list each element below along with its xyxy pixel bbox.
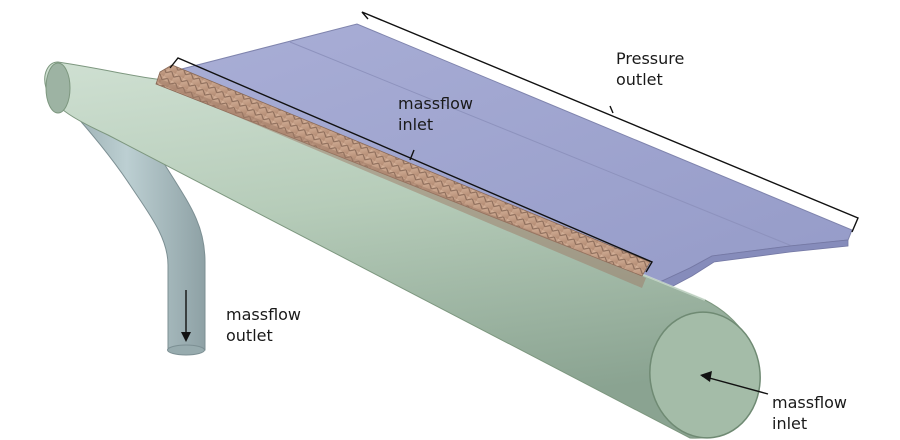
- pressure-outlet-leader: [609, 105, 614, 114]
- massflow-inlet-leader: [409, 149, 415, 161]
- annotations: [169, 11, 859, 395]
- nozzle-row: [155, 64, 651, 288]
- arrow-heads: [181, 332, 712, 382]
- massflow-inlet-bracket: [169, 57, 654, 273]
- arrowhead-left-icon: [700, 371, 712, 382]
- pressure-outlet-label: Pressure outlet: [616, 49, 685, 89]
- arrowhead-down-icon: [181, 332, 191, 342]
- massflow-inlet-top-label: massflow inlet: [398, 94, 474, 134]
- massflow-inlet-arrow: [701, 375, 769, 395]
- massflow-outlet-label: massflow outlet: [226, 305, 302, 345]
- massflow-inlet-end-label: massflow inlet: [772, 393, 848, 433]
- pressure-outlet-bracket: [361, 11, 859, 233]
